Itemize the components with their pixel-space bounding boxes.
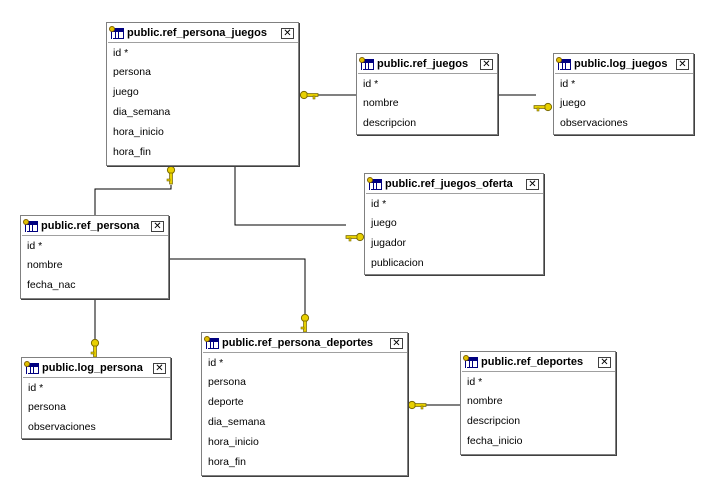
table-ref-persona-juegos[interactable]: public.ref_persona_juegos ✕ id * persona… <box>106 22 299 166</box>
column-item[interactable]: id * <box>28 382 44 394</box>
table-icon <box>24 360 39 374</box>
table-title: public.ref_juegos <box>377 58 469 70</box>
column-item[interactable]: id * <box>560 78 576 90</box>
column-item[interactable]: hora_fin <box>208 456 246 468</box>
column-item[interactable]: descripcion <box>363 117 417 129</box>
column-item[interactable]: juego <box>560 97 586 109</box>
column-item[interactable]: persona <box>28 401 66 413</box>
table-icon <box>463 354 478 368</box>
column-item[interactable]: juego <box>371 217 397 229</box>
close-icon[interactable]: ✕ <box>390 337 403 349</box>
table-icon <box>359 56 374 70</box>
table-ref-juegos-oferta[interactable]: public.ref_juegos_oferta ✕ id * juego ju… <box>364 173 544 275</box>
close-icon[interactable]: ✕ <box>676 58 689 70</box>
table-header[interactable]: public.ref_persona ✕ <box>22 217 168 236</box>
column-item[interactable]: dia_semana <box>113 106 171 118</box>
table-header[interactable]: public.ref_deportes ✕ <box>462 353 615 372</box>
close-icon[interactable]: ✕ <box>480 58 493 70</box>
table-icon <box>204 335 219 349</box>
column-item[interactable]: juego <box>113 86 139 98</box>
table-header[interactable]: public.ref_persona_deportes ✕ <box>203 334 407 353</box>
table-log-juegos[interactable]: public.log_juegos ✕ id * juego observaci… <box>553 53 694 135</box>
close-icon[interactable]: ✕ <box>281 27 294 39</box>
table-icon <box>23 218 38 232</box>
column-item[interactable]: deporte <box>208 396 244 408</box>
table-ref-persona[interactable]: public.ref_persona ✕ id * nombre fecha_n… <box>20 215 169 299</box>
column-item[interactable]: observaciones <box>560 117 628 129</box>
table-title: public.ref_persona <box>41 220 140 232</box>
table-log-persona[interactable]: public.log_persona ✕ id * persona observ… <box>21 357 171 439</box>
key-icon <box>345 232 365 242</box>
table-title: public.ref_deportes <box>481 356 584 368</box>
key-icon <box>166 165 176 185</box>
column-item[interactable]: publicacion <box>371 257 424 269</box>
column-item[interactable]: id * <box>467 376 483 388</box>
table-icon <box>367 176 382 190</box>
column-item[interactable]: hora_inicio <box>113 126 164 138</box>
table-ref-juegos[interactable]: public.ref_juegos ✕ id * nombre descripc… <box>356 53 498 135</box>
table-header[interactable]: public.log_juegos ✕ <box>555 55 693 74</box>
column-item[interactable]: id * <box>371 198 387 210</box>
key-icon <box>407 400 427 410</box>
table-ref-deportes[interactable]: public.ref_deportes ✕ id * nombre descri… <box>460 351 616 455</box>
table-icon <box>556 56 571 70</box>
key-icon <box>299 90 319 100</box>
close-icon[interactable]: ✕ <box>151 220 164 232</box>
column-item[interactable]: id * <box>113 47 129 59</box>
table-header[interactable]: public.ref_persona_juegos ✕ <box>108 24 298 43</box>
column-item[interactable]: id * <box>27 240 43 252</box>
column-item[interactable]: fecha_nac <box>27 279 76 291</box>
table-header[interactable]: public.log_persona ✕ <box>23 359 170 378</box>
column-item[interactable]: nombre <box>467 395 503 407</box>
column-item[interactable]: hora_inicio <box>208 436 259 448</box>
column-item[interactable]: nombre <box>363 97 399 109</box>
column-item[interactable]: jugador <box>371 237 407 249</box>
table-title: public.ref_juegos_oferta <box>385 178 513 190</box>
table-icon <box>109 25 124 39</box>
close-icon[interactable]: ✕ <box>598 356 611 368</box>
column-item[interactable]: persona <box>208 376 246 388</box>
column-item[interactable]: descripcion <box>467 415 521 427</box>
table-title: public.ref_persona_juegos <box>127 27 267 39</box>
table-title: public.log_juegos <box>574 58 668 70</box>
table-title: public.ref_persona_deportes <box>222 337 373 349</box>
key-icon <box>533 102 553 112</box>
column-item[interactable]: nombre <box>27 259 63 271</box>
relation-line-persona-juegos-oferta <box>234 167 346 226</box>
key-icon <box>90 338 100 358</box>
close-icon[interactable]: ✕ <box>526 178 539 190</box>
column-item[interactable]: hora_fin <box>113 146 151 158</box>
column-item[interactable]: fecha_inicio <box>467 435 523 447</box>
key-icon <box>300 313 310 333</box>
relation-line-persona-persona-deportes <box>169 258 306 315</box>
column-item[interactable]: id * <box>363 78 379 90</box>
table-ref-persona-deportes[interactable]: public.ref_persona_deportes ✕ id * perso… <box>201 332 408 476</box>
column-item[interactable]: persona <box>113 66 151 78</box>
table-header[interactable]: public.ref_juegos_oferta ✕ <box>366 175 543 194</box>
close-icon[interactable]: ✕ <box>153 362 166 374</box>
column-item[interactable]: observaciones <box>28 421 96 433</box>
table-title: public.log_persona <box>42 362 143 374</box>
column-item[interactable]: id * <box>208 357 224 369</box>
table-header[interactable]: public.ref_juegos ✕ <box>358 55 497 74</box>
column-item[interactable]: dia_semana <box>208 416 266 428</box>
relation-line-persona-persona-juegos <box>94 185 172 215</box>
